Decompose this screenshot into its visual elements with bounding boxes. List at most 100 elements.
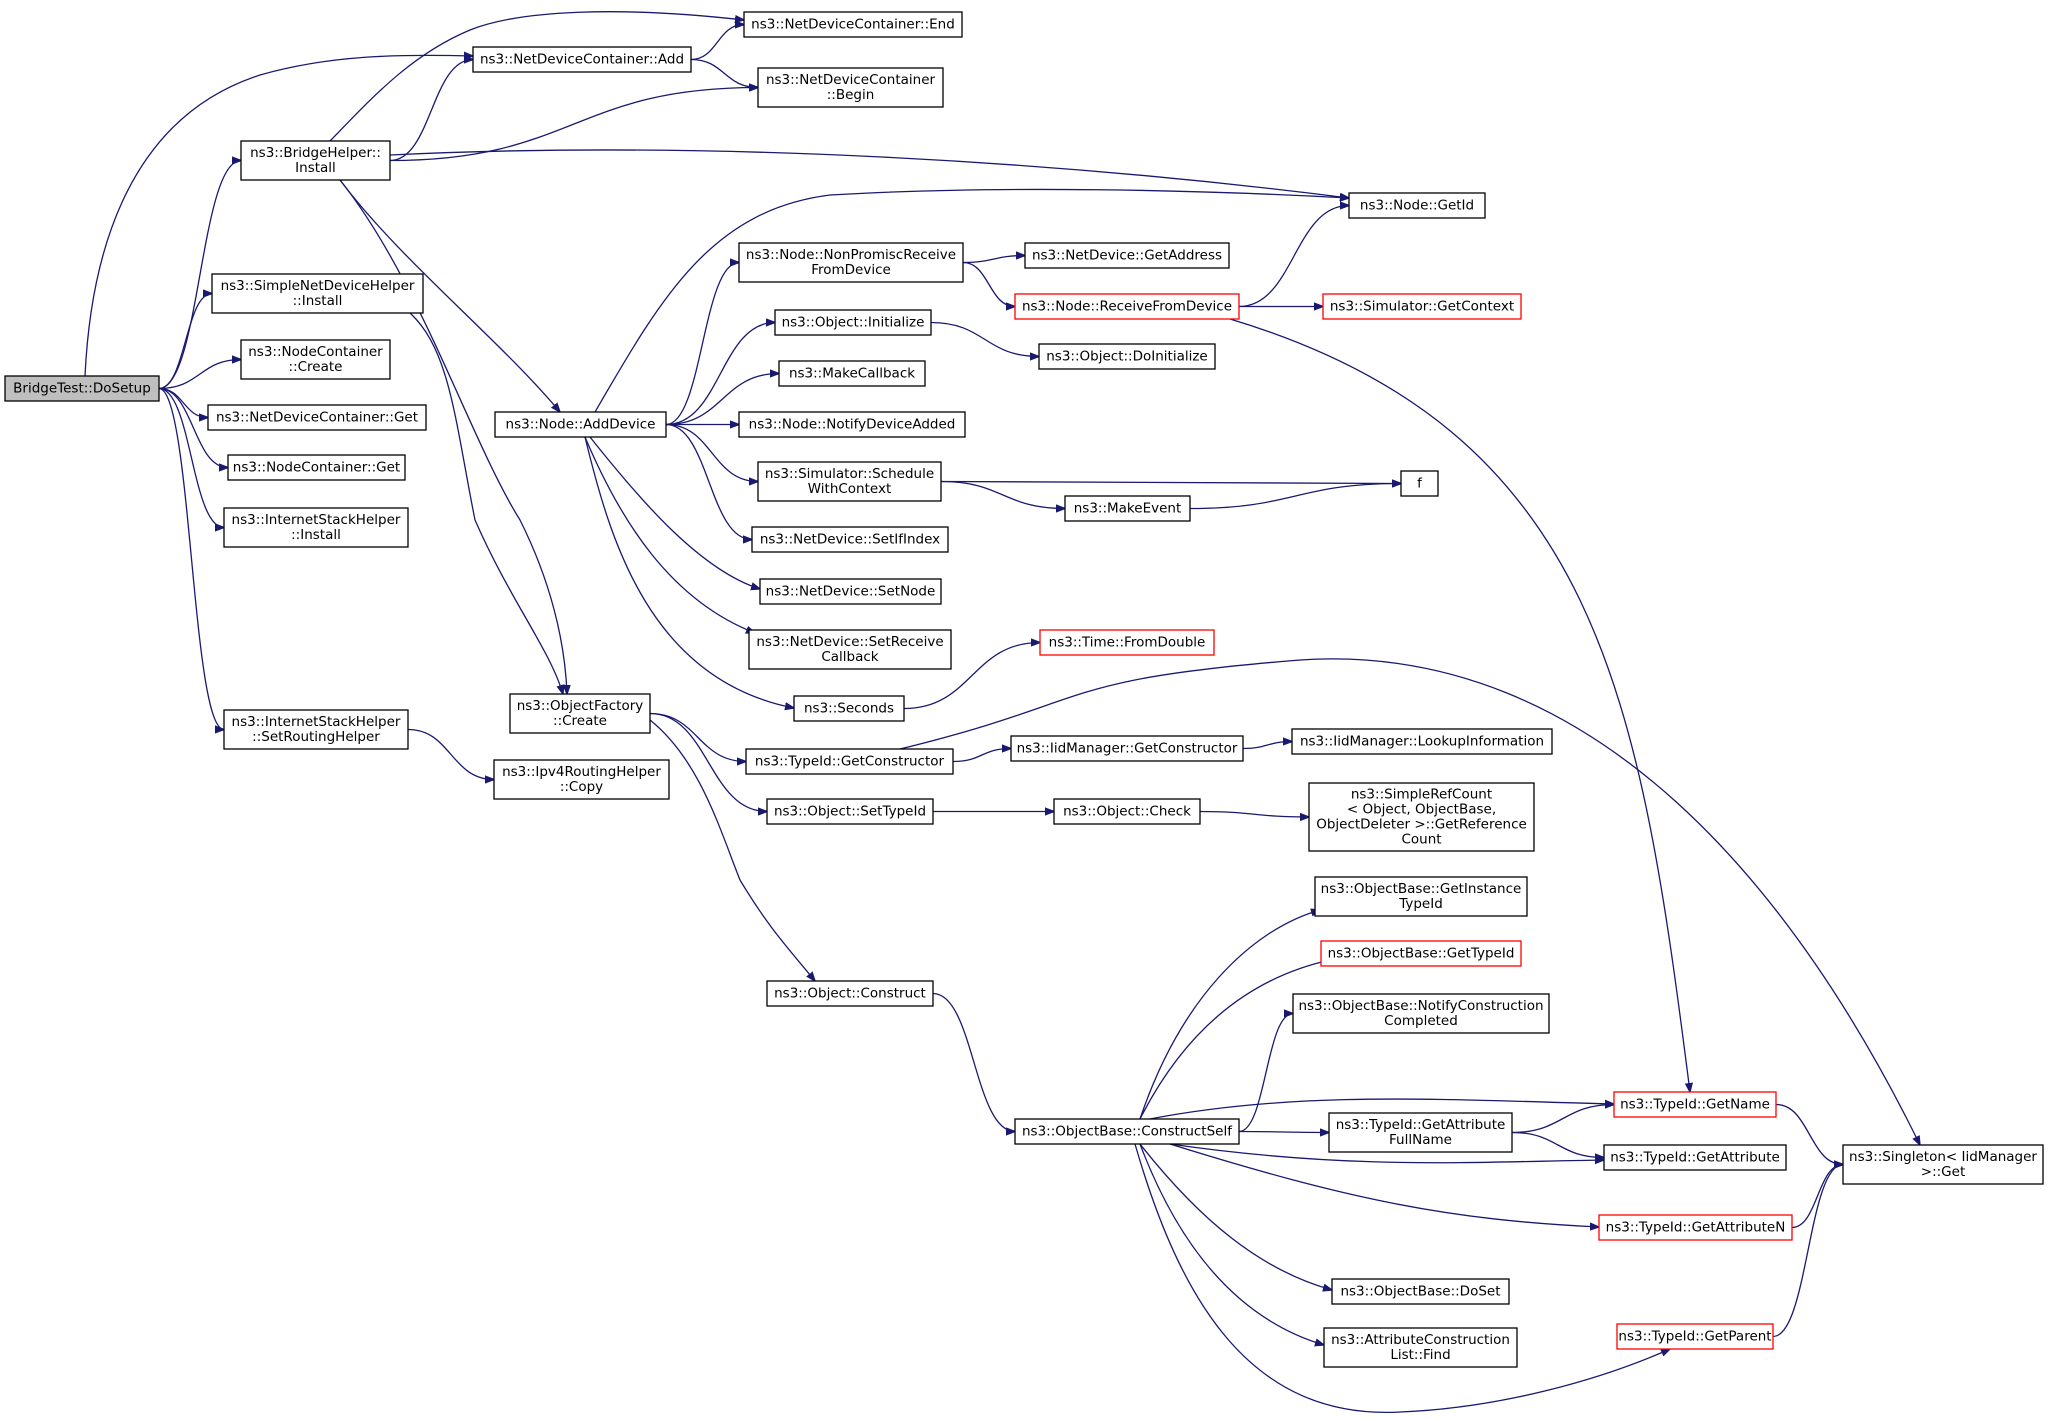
- edge-bridgetest_dosetup-to-internetstackhelper_setroutinghelper: [158, 387, 224, 730]
- node-object-settypeid[interactable]: ns3::Object::SetTypeId: [766, 798, 934, 825]
- node-nodecontainer-get[interactable]: ns3::NodeContainer::Get: [227, 454, 406, 481]
- node-internetstackhelper-setroutinghelper[interactable]: ns3::InternetStackHelper::SetRoutingHelp…: [223, 709, 409, 750]
- node-simulator-getcontext[interactable]: ns3::Simulator::GetContext: [1322, 293, 1522, 320]
- node-box: [1613, 1091, 1777, 1118]
- node-makecallback[interactable]: ns3::MakeCallback: [778, 360, 926, 387]
- node-makeevent[interactable]: ns3::MakeEvent: [1064, 495, 1191, 522]
- node-label-line: ns3::TypeId::GetConstructor: [755, 754, 945, 770]
- node-objectbase-notifyconstructioncompleted[interactable]: ns3::ObjectBase::NotifyConstructionCompl…: [1292, 993, 1550, 1034]
- node-node-notifydeviceadded[interactable]: ns3::Node::NotifyDeviceAdded: [738, 411, 966, 438]
- node-label-line: ns3::ObjectBase::NotifyConstruction: [1298, 998, 1543, 1014]
- node-object-check[interactable]: ns3::Object::Check: [1053, 798, 1201, 825]
- node-netdevice-setifindex[interactable]: ns3::NetDevice::SetIfIndex: [751, 526, 949, 553]
- node-objectbase-constructself[interactable]: ns3::ObjectBase::ConstructSelf: [1014, 1118, 1240, 1145]
- node-object-construct[interactable]: ns3::Object::Construct: [766, 980, 934, 1007]
- node-netdevicecontainer-add[interactable]: ns3::NetDeviceContainer::Add: [472, 46, 692, 73]
- node-seconds[interactable]: ns3::Seconds: [793, 695, 905, 722]
- node-label-line: >::Get: [1921, 1164, 1965, 1180]
- node-netdevicecontainer-end[interactable]: ns3::NetDeviceContainer::End: [743, 11, 963, 38]
- node-box: [1292, 993, 1550, 1034]
- edge-bridgehelper_install-to-netdevicecontainer_end: [329, 11, 744, 142]
- edge-bridgetest_dosetup-to-nodecontainer_create: [158, 360, 241, 390]
- node-internetstackhelper-install[interactable]: ns3::InternetStackHelper::Install: [223, 507, 409, 548]
- node-label-line: ::SetRoutingHelper: [252, 729, 380, 745]
- node-node-getid[interactable]: ns3::Node::GetId: [1348, 192, 1486, 219]
- edge-objectbase_constructself-to-attributeconstructionlist_find: [1139, 1143, 1324, 1345]
- node-box: [1010, 735, 1244, 762]
- node-label-line: ns3::ObjectBase::GetInstance: [1321, 881, 1522, 897]
- node-label-line: ns3::IidManager::LookupInformation: [1300, 734, 1544, 750]
- node-label-line: List::Find: [1390, 1347, 1450, 1363]
- node-netdevice-getaddress[interactable]: ns3::NetDevice::GetAddress: [1024, 242, 1230, 269]
- node-typeid-getconstructor[interactable]: ns3::TypeId::GetConstructor: [745, 748, 954, 775]
- node-label-line: ns3::Object::Construct: [774, 986, 926, 1002]
- node-typeid-getattributen[interactable]: ns3::TypeId::GetAttributeN: [1598, 1214, 1793, 1241]
- node-netdevicecontainer-begin[interactable]: ns3::NetDeviceContainer::Begin: [757, 67, 944, 108]
- edge-bridgehelper_install-to-node_adddevice: [339, 179, 560, 412]
- node-label-line: ns3::Node::NotifyDeviceAdded: [749, 417, 956, 433]
- node-time-fromdouble[interactable]: ns3::Time::FromDouble: [1039, 629, 1215, 656]
- node-iidmanager-getconstructor[interactable]: ns3::IidManager::GetConstructor: [1010, 735, 1244, 762]
- node-box: [778, 360, 926, 387]
- node-box: [757, 67, 944, 108]
- node-typeid-getparent[interactable]: ns3::TypeId::GetParent: [1616, 1323, 1774, 1350]
- node-label-line: ns3::Node::GetId: [1360, 198, 1474, 214]
- node-label-line: FromDevice: [811, 262, 891, 278]
- node-box: [1842, 1144, 2044, 1185]
- node-simplerefcount-getreferencecount[interactable]: ns3::SimpleRefCount< Object, ObjectBase,…: [1308, 782, 1535, 852]
- node-box: [223, 709, 409, 750]
- node-node-adddevice[interactable]: ns3::Node::AddDevice: [494, 411, 667, 438]
- node-ipv4routinghelper-copy[interactable]: ns3::Ipv4RoutingHelper::Copy: [493, 759, 670, 800]
- node-box: [1348, 192, 1486, 219]
- node-box: [1603, 1144, 1787, 1171]
- node-label-line: ns3::Seconds: [804, 701, 894, 717]
- node-box: [1024, 242, 1230, 269]
- node-f[interactable]: f: [1400, 470, 1439, 497]
- node-label-line: TypeId: [1398, 896, 1443, 912]
- edge-object_check-to-simplerefcount_getreferencecount: [1199, 810, 1309, 818]
- node-typeid-getattribute[interactable]: ns3::TypeId::GetAttribute: [1603, 1144, 1787, 1171]
- node-box: [1323, 1327, 1518, 1368]
- node-label-line: ns3::InternetStackHelper: [232, 714, 401, 730]
- node-typeid-getname[interactable]: ns3::TypeId::GetName: [1613, 1091, 1777, 1118]
- node-label-line: ns3::NetDevice::GetAddress: [1032, 248, 1222, 264]
- node-objectbase-doset[interactable]: ns3::ObjectBase::DoSet: [1331, 1278, 1510, 1305]
- node-bridgetest-dosetup[interactable]: BridgeTest::DoSetup: [4, 375, 160, 402]
- edge-typeid_getparent-to-singleton_iidmanager_get: [1772, 1165, 1843, 1338]
- node-netdevicecontainer-get[interactable]: ns3::NetDeviceContainer::Get: [207, 404, 427, 431]
- node-label-line: ns3::AttributeConstruction: [1331, 1332, 1510, 1348]
- node-label-line: ns3::Object::Initialize: [782, 315, 925, 331]
- node-label-line: ns3::Singleton< IidManager: [1849, 1149, 2037, 1165]
- node-object-initialize[interactable]: ns3::Object::Initialize: [774, 309, 932, 336]
- node-simplenetdevicehelper-install[interactable]: ns3::SimpleNetDeviceHelper::Install: [211, 273, 424, 314]
- node-label-line: ns3::SimpleRefCount: [1351, 787, 1492, 803]
- node-label-line: ns3::TypeId::GetParent: [1618, 1329, 1771, 1345]
- node-nodecontainer-create[interactable]: ns3::NodeContainer::Create: [240, 339, 391, 380]
- node-objectbase-gettypeid[interactable]: ns3::ObjectBase::GetTypeId: [1320, 940, 1522, 967]
- edge-objectbase_constructself-to-objectbase_gettypeid: [1139, 960, 1330, 1120]
- node-netdevice-setnode[interactable]: ns3::NetDevice::SetNode: [759, 578, 942, 605]
- node-box: [766, 798, 934, 825]
- edge-node_adddevice-to-object_initialize: [665, 323, 775, 426]
- node-label-line: ns3::NetDevice::SetNode: [766, 584, 936, 600]
- node-label-line: ns3::TypeId::GetAttribute: [1610, 1150, 1780, 1166]
- node-label-line: ns3::Node::AddDevice: [506, 417, 656, 433]
- node-singleton-iidmanager-get[interactable]: ns3::Singleton< IidManager>::Get: [1842, 1144, 2044, 1185]
- edge-node_adddevice-to-seconds: [584, 436, 794, 708]
- edge-node_receivefromdevice-to-typeid_getname: [1229, 318, 1690, 1092]
- node-iidmanager-lookupinformation[interactable]: ns3::IidManager::LookupInformation: [1291, 728, 1553, 755]
- node-label-line: ns3::NetDeviceContainer::End: [751, 17, 955, 33]
- edge-objectbase_constructself-to-objectbase_doset: [1139, 1143, 1332, 1290]
- node-object-doinitialize[interactable]: ns3::Object::DoInitialize: [1038, 343, 1216, 370]
- node-node-receivefromdevice[interactable]: ns3::Node::ReceiveFromDevice: [1014, 293, 1240, 320]
- edge-typeid_getattributen-to-singleton_iidmanager_get: [1791, 1165, 1843, 1229]
- node-box: [1291, 728, 1553, 755]
- node-bridgehelper-install[interactable]: ns3::BridgeHelper::Install: [240, 140, 391, 181]
- node-objectfactory-create[interactable]: ns3::ObjectFactory::Create: [509, 693, 651, 734]
